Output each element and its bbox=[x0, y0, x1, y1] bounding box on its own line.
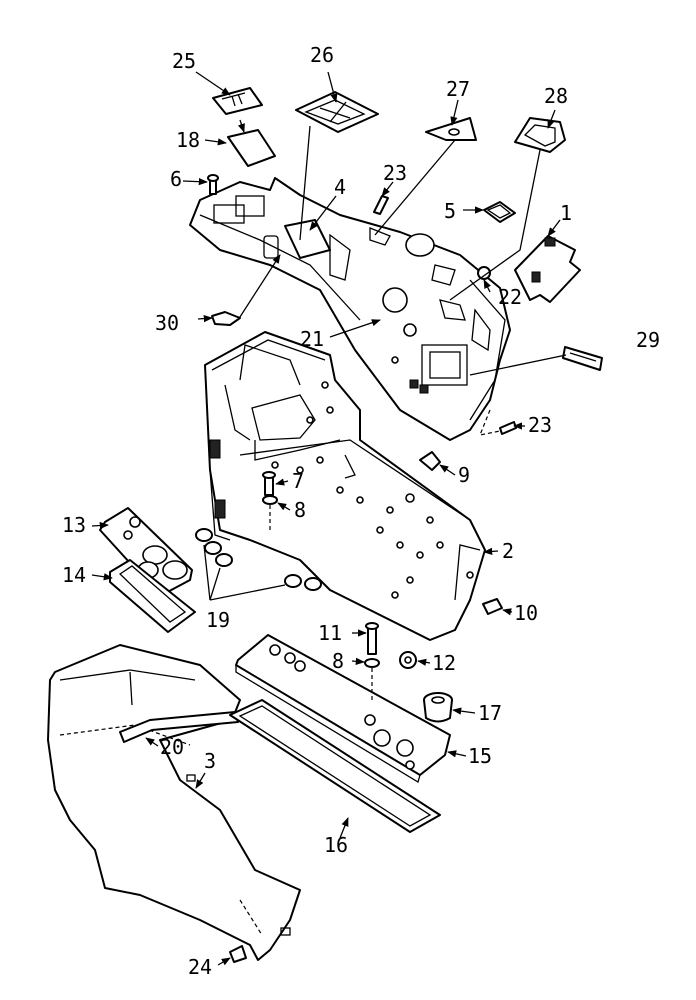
clip-9 bbox=[419, 451, 441, 471]
screw bbox=[207, 174, 219, 195]
console-lower-cover bbox=[47, 644, 301, 961]
callout-7: 7 bbox=[292, 469, 304, 493]
cup-holder-tray bbox=[99, 507, 193, 597]
callout-9: 9 bbox=[458, 463, 470, 487]
callout-5: 5 bbox=[444, 199, 456, 223]
callout-17: 17 bbox=[478, 701, 502, 725]
upper-dash-panel bbox=[189, 177, 511, 441]
clip-lower bbox=[499, 421, 517, 435]
callout-18: 18 bbox=[176, 128, 200, 152]
callout-3: 3 bbox=[204, 749, 216, 773]
callout-4: 4 bbox=[334, 175, 346, 199]
decal-26 bbox=[295, 91, 379, 133]
leader-lines bbox=[91, 71, 567, 966]
callout-25: 25 bbox=[172, 49, 196, 73]
console-frame bbox=[204, 331, 486, 641]
rocker-switch bbox=[483, 201, 516, 223]
callout-1: 1 bbox=[560, 201, 572, 225]
decal-27 bbox=[425, 117, 477, 141]
clip-upper bbox=[373, 195, 389, 215]
control-knob bbox=[477, 266, 491, 280]
callout-29: 29 bbox=[636, 328, 660, 352]
rubber-plugs bbox=[195, 528, 322, 591]
callout-15: 15 bbox=[468, 744, 492, 768]
callout-24: 24 bbox=[188, 955, 212, 979]
decal-29 bbox=[562, 346, 603, 371]
small-bracket bbox=[211, 311, 241, 326]
callout-22: 22 bbox=[498, 285, 522, 309]
nut bbox=[399, 651, 417, 669]
callout-23b: 23 bbox=[528, 413, 552, 437]
callout-2: 2 bbox=[502, 539, 514, 563]
callout-21: 21 bbox=[300, 327, 324, 351]
callout-8b: 8 bbox=[332, 649, 344, 673]
decal-25 bbox=[212, 87, 263, 115]
callout-11: 11 bbox=[318, 621, 342, 645]
callout-20: 20 bbox=[160, 735, 184, 759]
plug-10 bbox=[482, 598, 503, 615]
callout-13: 13 bbox=[62, 513, 86, 537]
decal-28 bbox=[514, 117, 566, 153]
callout-26: 26 bbox=[310, 43, 334, 67]
bolt-upper bbox=[262, 471, 278, 530]
grommet bbox=[423, 692, 453, 723]
callout-labels: 1 2 3 4 5 6 7 8 8 9 10 11 12 13 14 15 16… bbox=[62, 43, 660, 979]
rectangular-gasket bbox=[229, 699, 441, 833]
callout-30: 30 bbox=[155, 311, 179, 335]
small-cover bbox=[227, 129, 276, 167]
callout-23a: 23 bbox=[383, 161, 407, 185]
callout-14: 14 bbox=[62, 563, 86, 587]
callout-16: 16 bbox=[324, 833, 348, 857]
rear-cover-panel bbox=[235, 634, 451, 783]
callout-12: 12 bbox=[432, 651, 456, 675]
callout-28: 28 bbox=[544, 84, 568, 108]
callout-6: 6 bbox=[170, 167, 182, 191]
clip-24 bbox=[229, 945, 247, 963]
access-cover-plate bbox=[514, 235, 581, 303]
callout-19: 19 bbox=[206, 608, 230, 632]
callout-10: 10 bbox=[514, 601, 538, 625]
callout-8a: 8 bbox=[294, 498, 306, 522]
callout-27: 27 bbox=[446, 77, 470, 101]
bolt-lower bbox=[364, 622, 380, 700]
instruction-sheet bbox=[284, 219, 331, 259]
edge-trim-strip bbox=[119, 711, 239, 743]
